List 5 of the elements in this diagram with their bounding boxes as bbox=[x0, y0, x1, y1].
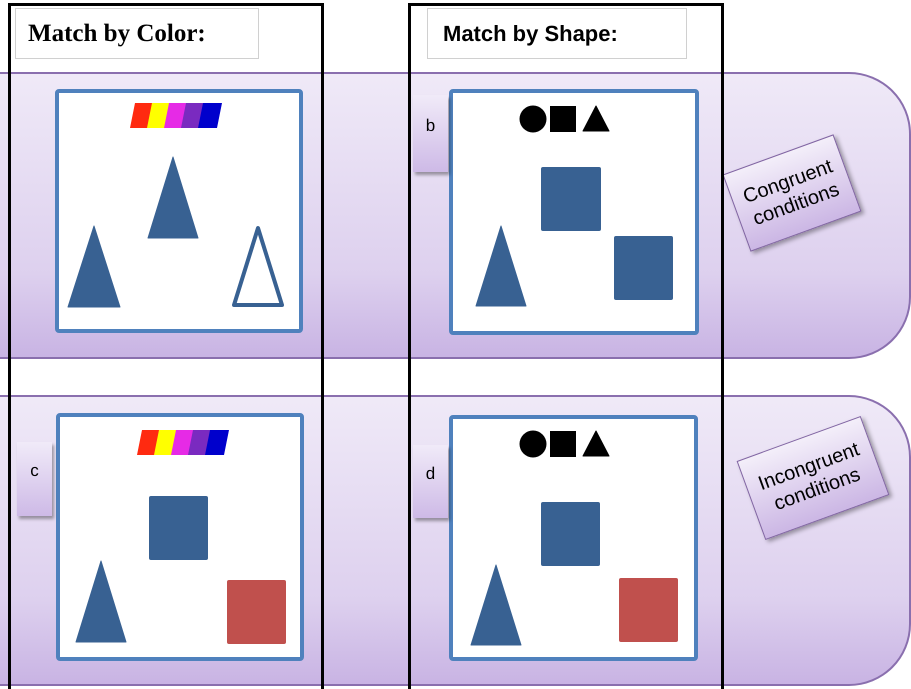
column-heading: Match by Color: bbox=[15, 8, 259, 59]
column-heading: Match by Shape: bbox=[427, 8, 687, 59]
panel-tab: b bbox=[413, 95, 448, 172]
panel-tab: d bbox=[413, 445, 448, 518]
panel-tab: c bbox=[17, 442, 52, 516]
